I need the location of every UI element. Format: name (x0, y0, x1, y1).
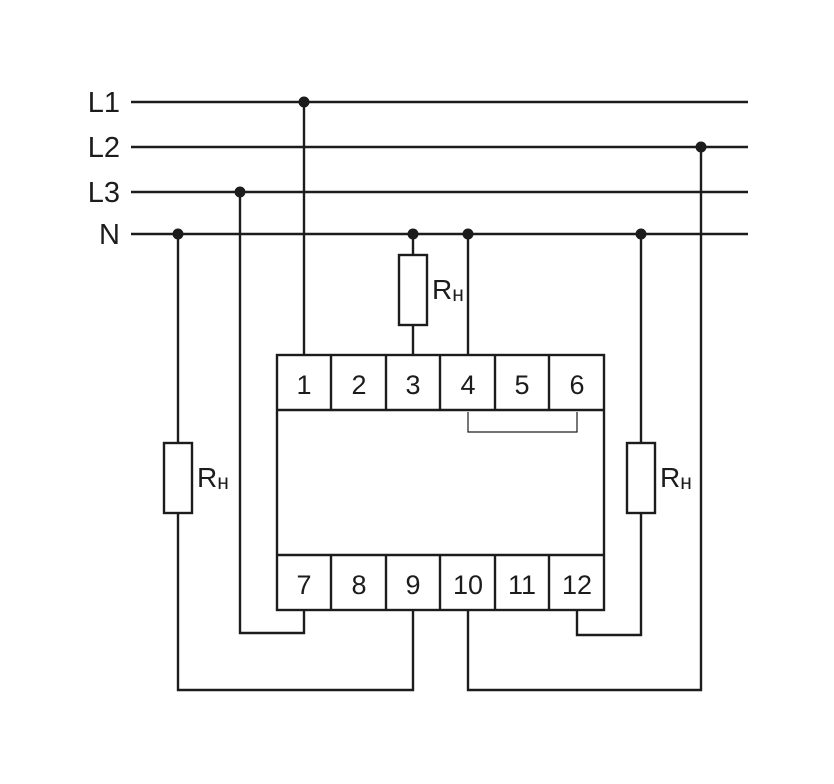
bottom-terminal-dividers (329, 555, 551, 610)
junction-n-2 (407, 228, 419, 240)
terminal-1-label: 1 (296, 370, 311, 400)
load-resistor-right: Rн (625, 441, 692, 515)
terminal-8-label: 8 (351, 570, 366, 600)
wire-n-right-load-to-terminal-12 (575, 234, 643, 637)
load-resistor-left: Rн (162, 441, 229, 515)
junction-dots (172, 96, 707, 240)
junction-n-3 (462, 228, 474, 240)
junction-l3 (234, 186, 246, 198)
relay-device: 1 2 3 4 5 6 7 8 9 10 11 12 (275, 353, 606, 612)
terminal-6-label: 6 (569, 370, 584, 400)
resistor-label-top: Rн (432, 274, 464, 306)
terminal-12-label: 12 (562, 570, 592, 600)
top-terminal-numbers: 1 2 3 4 5 6 (296, 370, 584, 400)
terminal-5-label: 5 (514, 370, 529, 400)
resistor-label-left: Rн (197, 462, 229, 494)
bottom-terminal-numbers: 7 8 9 10 11 12 (296, 570, 592, 600)
rail-label-l1: L1 (88, 87, 120, 119)
wire-l3-to-terminal-7 (238, 192, 306, 635)
junction-n-4 (635, 228, 647, 240)
load-resistors: Rн Rн Rн (162, 253, 692, 515)
top-terminal-dividers (329, 355, 551, 410)
load-resistor-top: Rн (397, 253, 464, 327)
resistor-label-right: Rн (660, 462, 692, 494)
rail-label-l2: L2 (88, 132, 120, 164)
wire-l2-to-terminal-10 (466, 147, 703, 692)
terminal-2-label: 2 (351, 370, 366, 400)
terminal-7-label: 7 (296, 570, 311, 600)
junction-l1 (298, 96, 310, 108)
resistor-body-left (162, 441, 194, 515)
resistor-body-right (625, 441, 657, 515)
terminal-11-label: 11 (508, 570, 536, 600)
terminal-4-label: 4 (460, 370, 475, 400)
power-rails: L1 L2 L3 N (88, 87, 748, 251)
junction-n-1 (172, 228, 184, 240)
rail-label-n: N (99, 219, 120, 251)
terminal-3-label: 3 (405, 370, 420, 400)
internal-link-terminal-4-6 (467, 412, 578, 433)
terminal-10-label: 10 (453, 570, 483, 600)
junction-l2 (695, 141, 707, 153)
resistor-body-top (397, 253, 429, 327)
rail-label-l3: L3 (88, 177, 120, 209)
terminal-9-label: 9 (405, 570, 420, 600)
